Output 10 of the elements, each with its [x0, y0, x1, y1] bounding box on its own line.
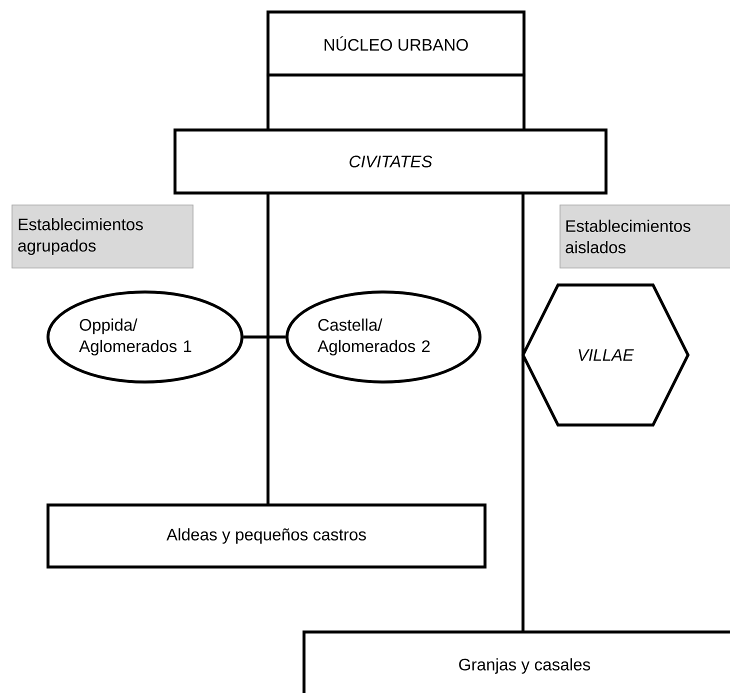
- group-label-box: Establecimientos aislados: [560, 204, 730, 268]
- category-box: Granjas y casales: [302, 630, 730, 693]
- connector-line: [243, 336, 286, 338]
- connector-line: [266, 194, 270, 504]
- connector-line: [522, 194, 524, 631]
- empty-box: [266, 74, 526, 132]
- category-box: CIVITATES: [174, 128, 608, 194]
- group-label-box: Establecimientos agrupados: [12, 204, 194, 268]
- category-box: Aldeas y pequeños castros: [46, 504, 486, 568]
- title-box: NÚCLEO URBANO: [266, 10, 526, 76]
